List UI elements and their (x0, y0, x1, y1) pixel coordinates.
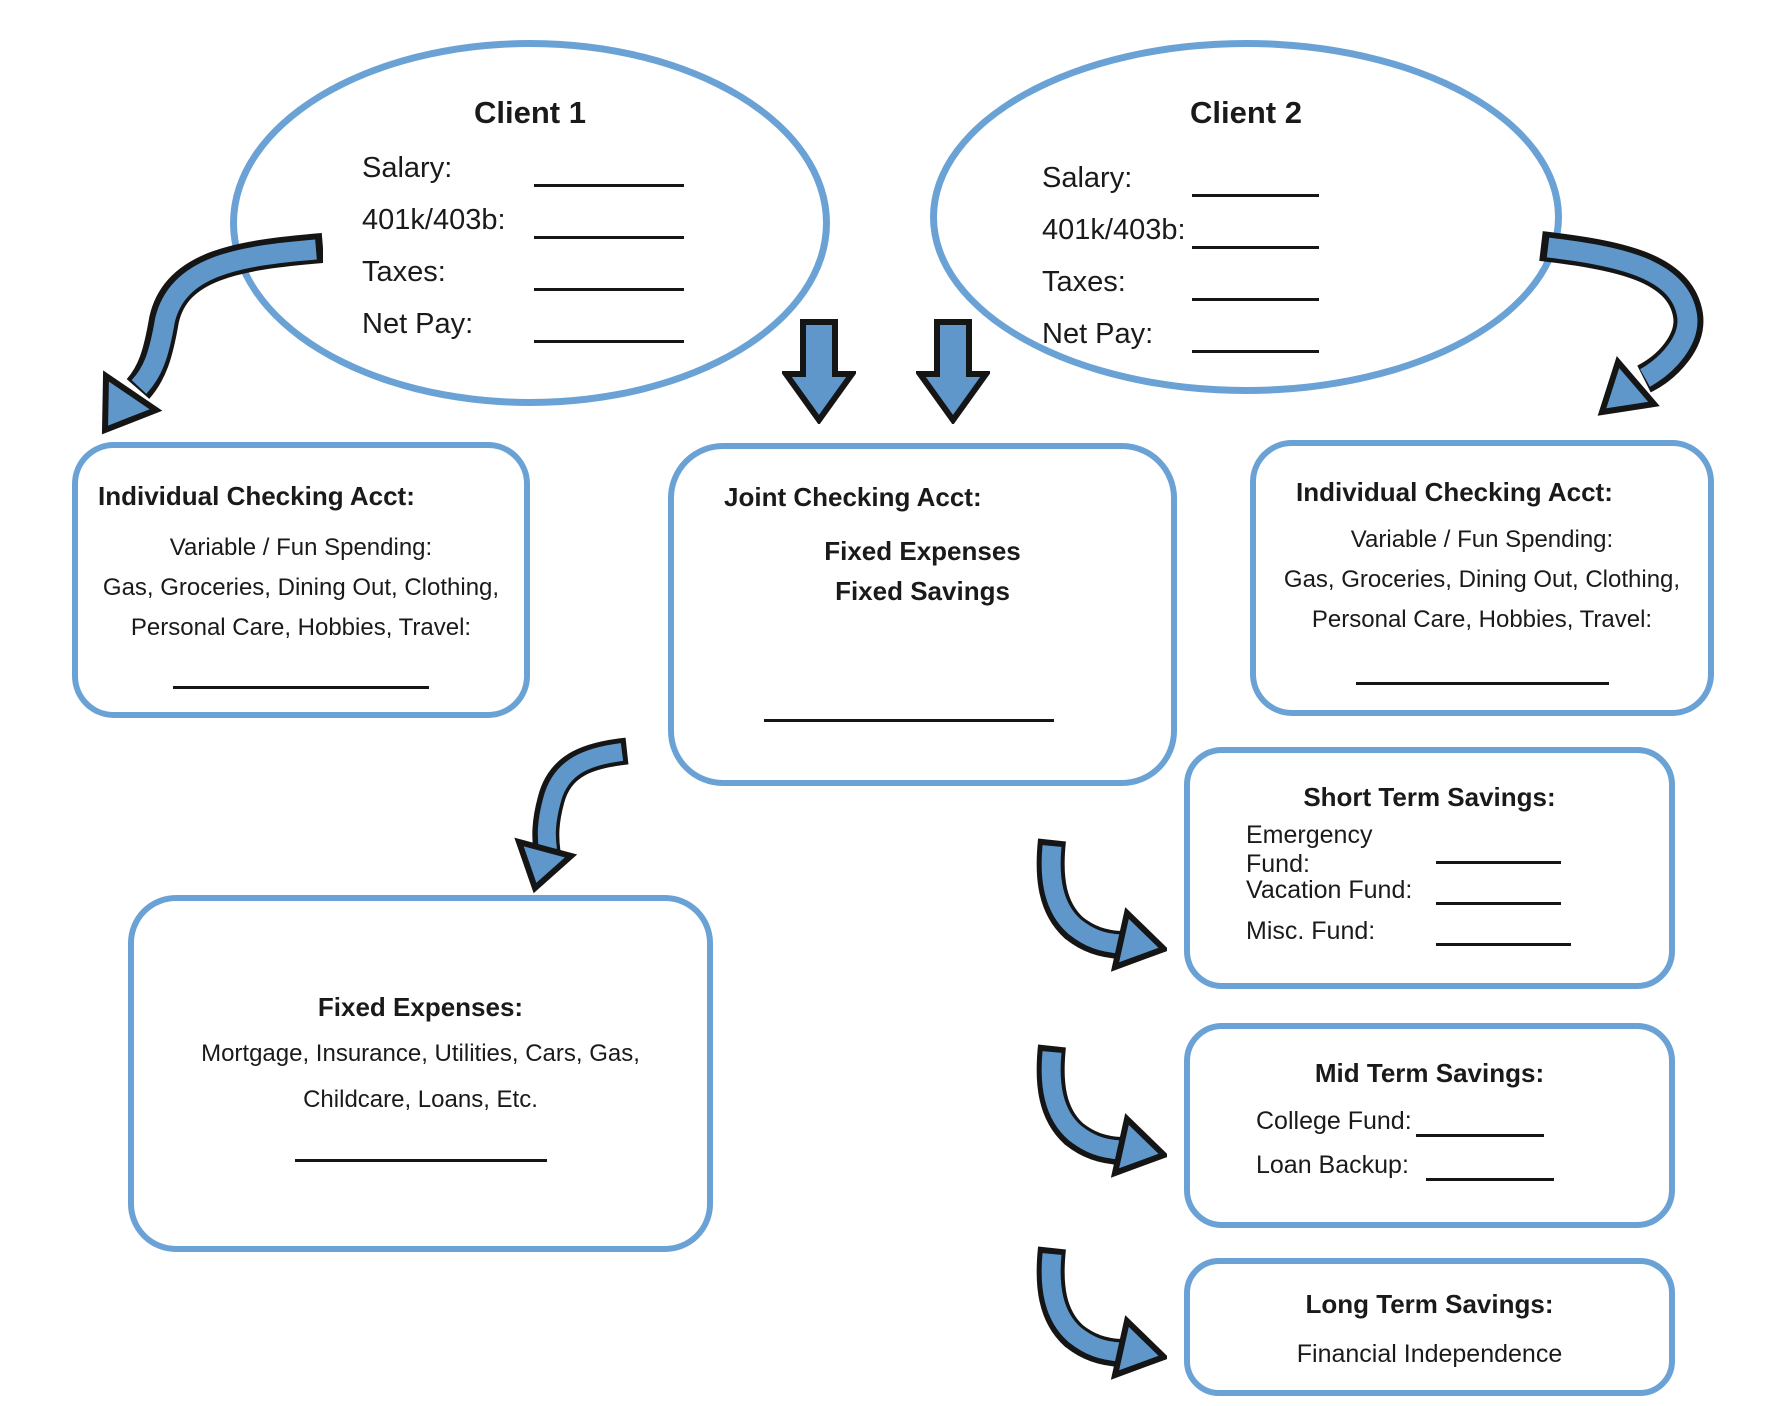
loan-backup-blank-line (1426, 1178, 1554, 1181)
college-fund-label: College Fund: (1256, 1106, 1412, 1135)
emergency-fund-row: Emergency Fund: (1246, 821, 1669, 878)
left-checking-title: Individual Checking Acct: (98, 481, 415, 511)
left-checking-line3: Personal Care, Hobbies, Travel: (130, 614, 472, 641)
left-checking-body: Variable / Fun Spending: Gas, Groceries,… (78, 528, 524, 648)
fixed-expenses-title: Fixed Expenses: (317, 992, 524, 1022)
mid-term-savings-box: Mid Term Savings: College Fund: Loan Bac… (1184, 1023, 1675, 1228)
short-term-savings-box: Short Term Savings: Emergency Fund: Vaca… (1184, 747, 1675, 989)
client2-rows: Salary: 401k/403b: Taxes: Net Pay: (1042, 152, 1462, 360)
fixed-expenses-line2: Childcare, Loans, Etc. (303, 1086, 538, 1113)
client1-salary-row: Salary: (362, 142, 762, 194)
college-fund-blank-line (1416, 1134, 1544, 1137)
long-term-body: Financial Independence (1296, 1340, 1563, 1368)
right-checking-line1: Variable / Fun Spending: (1350, 526, 1614, 553)
client2-salary-row: Salary: (1042, 152, 1462, 204)
short-term-title: Short Term Savings: (1303, 782, 1556, 812)
emergency-fund-label: Emergency Fund: (1246, 820, 1373, 878)
client1-ellipse: Client 1 Salary: 401k/403b: Taxes: Net P… (230, 40, 830, 406)
vacation-fund-row: Vacation Fund: (1246, 870, 1669, 911)
right-checking-line2: Gas, Groceries, Dining Out, Clothing, (1283, 566, 1681, 593)
client2-taxes-row: Taxes: (1042, 256, 1462, 308)
curved-arrow-client2-to-right-checking (1539, 231, 1704, 416)
left-individual-checking-box: Individual Checking Acct: Variable / Fun… (72, 442, 530, 718)
client2-title: Client 2 (1190, 95, 1302, 130)
client1-taxes-row: Taxes: (362, 246, 762, 298)
client1-401k-row: 401k/403b: (362, 194, 762, 246)
joint-fixed-expenses-label: Fixed Expenses (824, 536, 1021, 566)
down-arrow-client2-to-joint (916, 319, 990, 424)
curved-arrow-client1-to-left-checking (101, 233, 323, 435)
mid-term-title: Mid Term Savings: (1314, 1058, 1545, 1088)
left-checking-line2: Gas, Groceries, Dining Out, Clothing, (102, 574, 500, 601)
vacation-fund-blank-line (1436, 902, 1561, 905)
retirement-label: 401k/403b: (362, 203, 506, 236)
taxes-label: Taxes: (362, 255, 446, 288)
retirement-blank-line (534, 236, 684, 239)
joint-fixed-savings-label: Fixed Savings (835, 576, 1010, 606)
netpay-label: Net Pay: (362, 307, 474, 340)
fixed-expenses-body: Mortgage, Insurance, Utilities, Cars, Ga… (134, 1031, 707, 1123)
long-term-savings-box: Long Term Savings: Financial Independenc… (1184, 1258, 1675, 1396)
curved-arrow-joint-to-fixed-expenses (514, 737, 629, 894)
curved-arrow-to-short-term (1036, 838, 1167, 972)
right-checking-blank-line (1355, 682, 1609, 685)
right-checking-body: Variable / Fun Spending: Gas, Groceries,… (1256, 520, 1708, 640)
retirement-blank-line (1192, 246, 1319, 249)
client1-rows: Salary: 401k/403b: Taxes: Net Pay: (362, 142, 762, 350)
mid-term-rows: College Fund: Loan Backup: (1256, 1099, 1669, 1187)
right-individual-checking-box: Individual Checking Acct: Variable / Fun… (1250, 440, 1714, 716)
down-arrow-client1-to-joint (782, 319, 856, 424)
netpay-blank-line (534, 340, 684, 343)
misc-fund-row: Misc. Fund: (1246, 911, 1669, 952)
client2-ellipse: Client 2 Salary: 401k/403b: Taxes: Net P… (930, 40, 1562, 394)
curved-arrow-to-long-term (1036, 1246, 1167, 1380)
long-term-title: Long Term Savings: (1305, 1289, 1554, 1319)
fixed-expenses-blank-line (294, 1159, 547, 1162)
fixed-expenses-box: Fixed Expenses: Mortgage, Insurance, Uti… (128, 895, 713, 1252)
vacation-fund-label: Vacation Fund: (1246, 876, 1413, 904)
right-checking-title: Individual Checking Acct: (1296, 477, 1613, 507)
college-fund-row: College Fund: (1256, 1099, 1669, 1143)
left-checking-blank-line (173, 686, 429, 689)
joint-checking-title: Joint Checking Acct: (724, 482, 982, 512)
salary-blank-line (1192, 194, 1319, 197)
retirement-label: 401k/403b: (1042, 213, 1186, 246)
netpay-label: Net Pay: (1042, 317, 1154, 350)
joint-checking-box: Joint Checking Acct: Fixed Expenses Fixe… (668, 443, 1177, 786)
taxes-label: Taxes: (1042, 265, 1126, 298)
client1-title: Client 1 (474, 95, 586, 130)
emergency-fund-blank-line (1436, 861, 1561, 864)
client2-401k-row: 401k/403b: (1042, 204, 1462, 256)
client2-netpay-row: Net Pay: (1042, 308, 1462, 360)
client1-netpay-row: Net Pay: (362, 298, 762, 350)
curved-arrow-to-mid-term (1036, 1044, 1167, 1178)
right-checking-line3: Personal Care, Hobbies, Travel: (1311, 606, 1653, 633)
salary-label: Salary: (362, 151, 453, 184)
taxes-blank-line (534, 288, 684, 291)
left-checking-line1: Variable / Fun Spending: (169, 534, 433, 561)
joint-checking-blank-line (763, 719, 1054, 722)
loan-backup-row: Loan Backup: (1256, 1143, 1669, 1187)
netpay-blank-line (1192, 350, 1319, 353)
short-term-rows: Emergency Fund: Vacation Fund: Misc. Fun… (1246, 821, 1669, 952)
misc-fund-blank-line (1436, 943, 1571, 946)
salary-label: Salary: (1042, 161, 1133, 194)
fixed-expenses-line1: Mortgage, Insurance, Utilities, Cars, Ga… (201, 1040, 640, 1067)
taxes-blank-line (1192, 298, 1319, 301)
misc-fund-label: Misc. Fund: (1246, 917, 1376, 945)
loan-backup-label: Loan Backup: (1256, 1150, 1409, 1179)
salary-blank-line (534, 184, 684, 187)
